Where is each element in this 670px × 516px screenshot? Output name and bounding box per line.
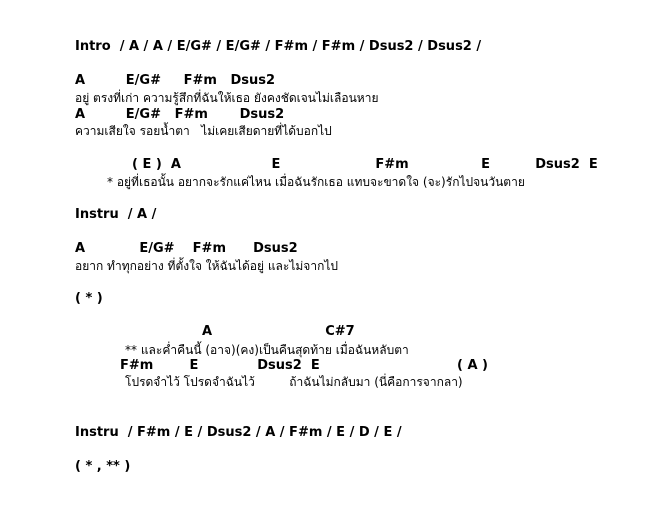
verse1-lyric-line-1: อยู่ ตรงที่เก่า ความรู้สึกที่ฉันให้เธอ ย… <box>75 91 379 105</box>
repeat-chorus-marker: ( * ) <box>75 291 103 306</box>
chorus2-lyric-line-2: โปรดจำไว้ โปรดจำฉันไว้ ถ้าฉันไม่กลับมา (… <box>125 375 463 389</box>
chorus2-lyric-line-1: ** และค่ำคืนนี้ (อาจ)(คง)เป็นคืนสุดท้าย … <box>125 343 409 357</box>
instru2-line: Instru / F#m / E / Dsus2 / A / F#m / E /… <box>75 425 402 440</box>
verse2-lyric-line: อยาก ทำทุกอย่าง ที่ตั้งใจ ให้ฉันได้อยู่ … <box>75 259 338 273</box>
verse1-chords-line-1: A E/G# F#m Dsus2 <box>75 73 276 88</box>
chorus2-chords-line-2-end: ( A ) <box>457 358 488 373</box>
chorus1-lyric-line: * อยู่ที่เธอนั้น อยากจะรักแค่ไหน เมื่อฉั… <box>107 175 525 189</box>
verse1-lyric-line-2: ความเสียใจ รอยน้ำตา ไม่เคยเสียดายที่ได้บ… <box>75 124 332 138</box>
verse2-chords-line: A E/G# F#m Dsus2 <box>75 241 298 256</box>
chorus2-chords-line-1: A C#7 <box>202 324 355 339</box>
verse1-chords-line-2: A E/G# F#m Dsus2 <box>75 107 285 122</box>
intro-line: Intro / A / A / E/G# / E/G# / F#m / F#m … <box>75 39 482 54</box>
repeat-both-choruses-marker: ( * , ** ) <box>75 459 131 474</box>
instru1-line: Instru / A / <box>75 207 157 222</box>
chorus1-chords-line: ( E ) A E F#m E Dsus2 E <box>132 157 598 172</box>
chorus2-chords-line-2: F#m E Dsus2 E <box>120 358 320 373</box>
